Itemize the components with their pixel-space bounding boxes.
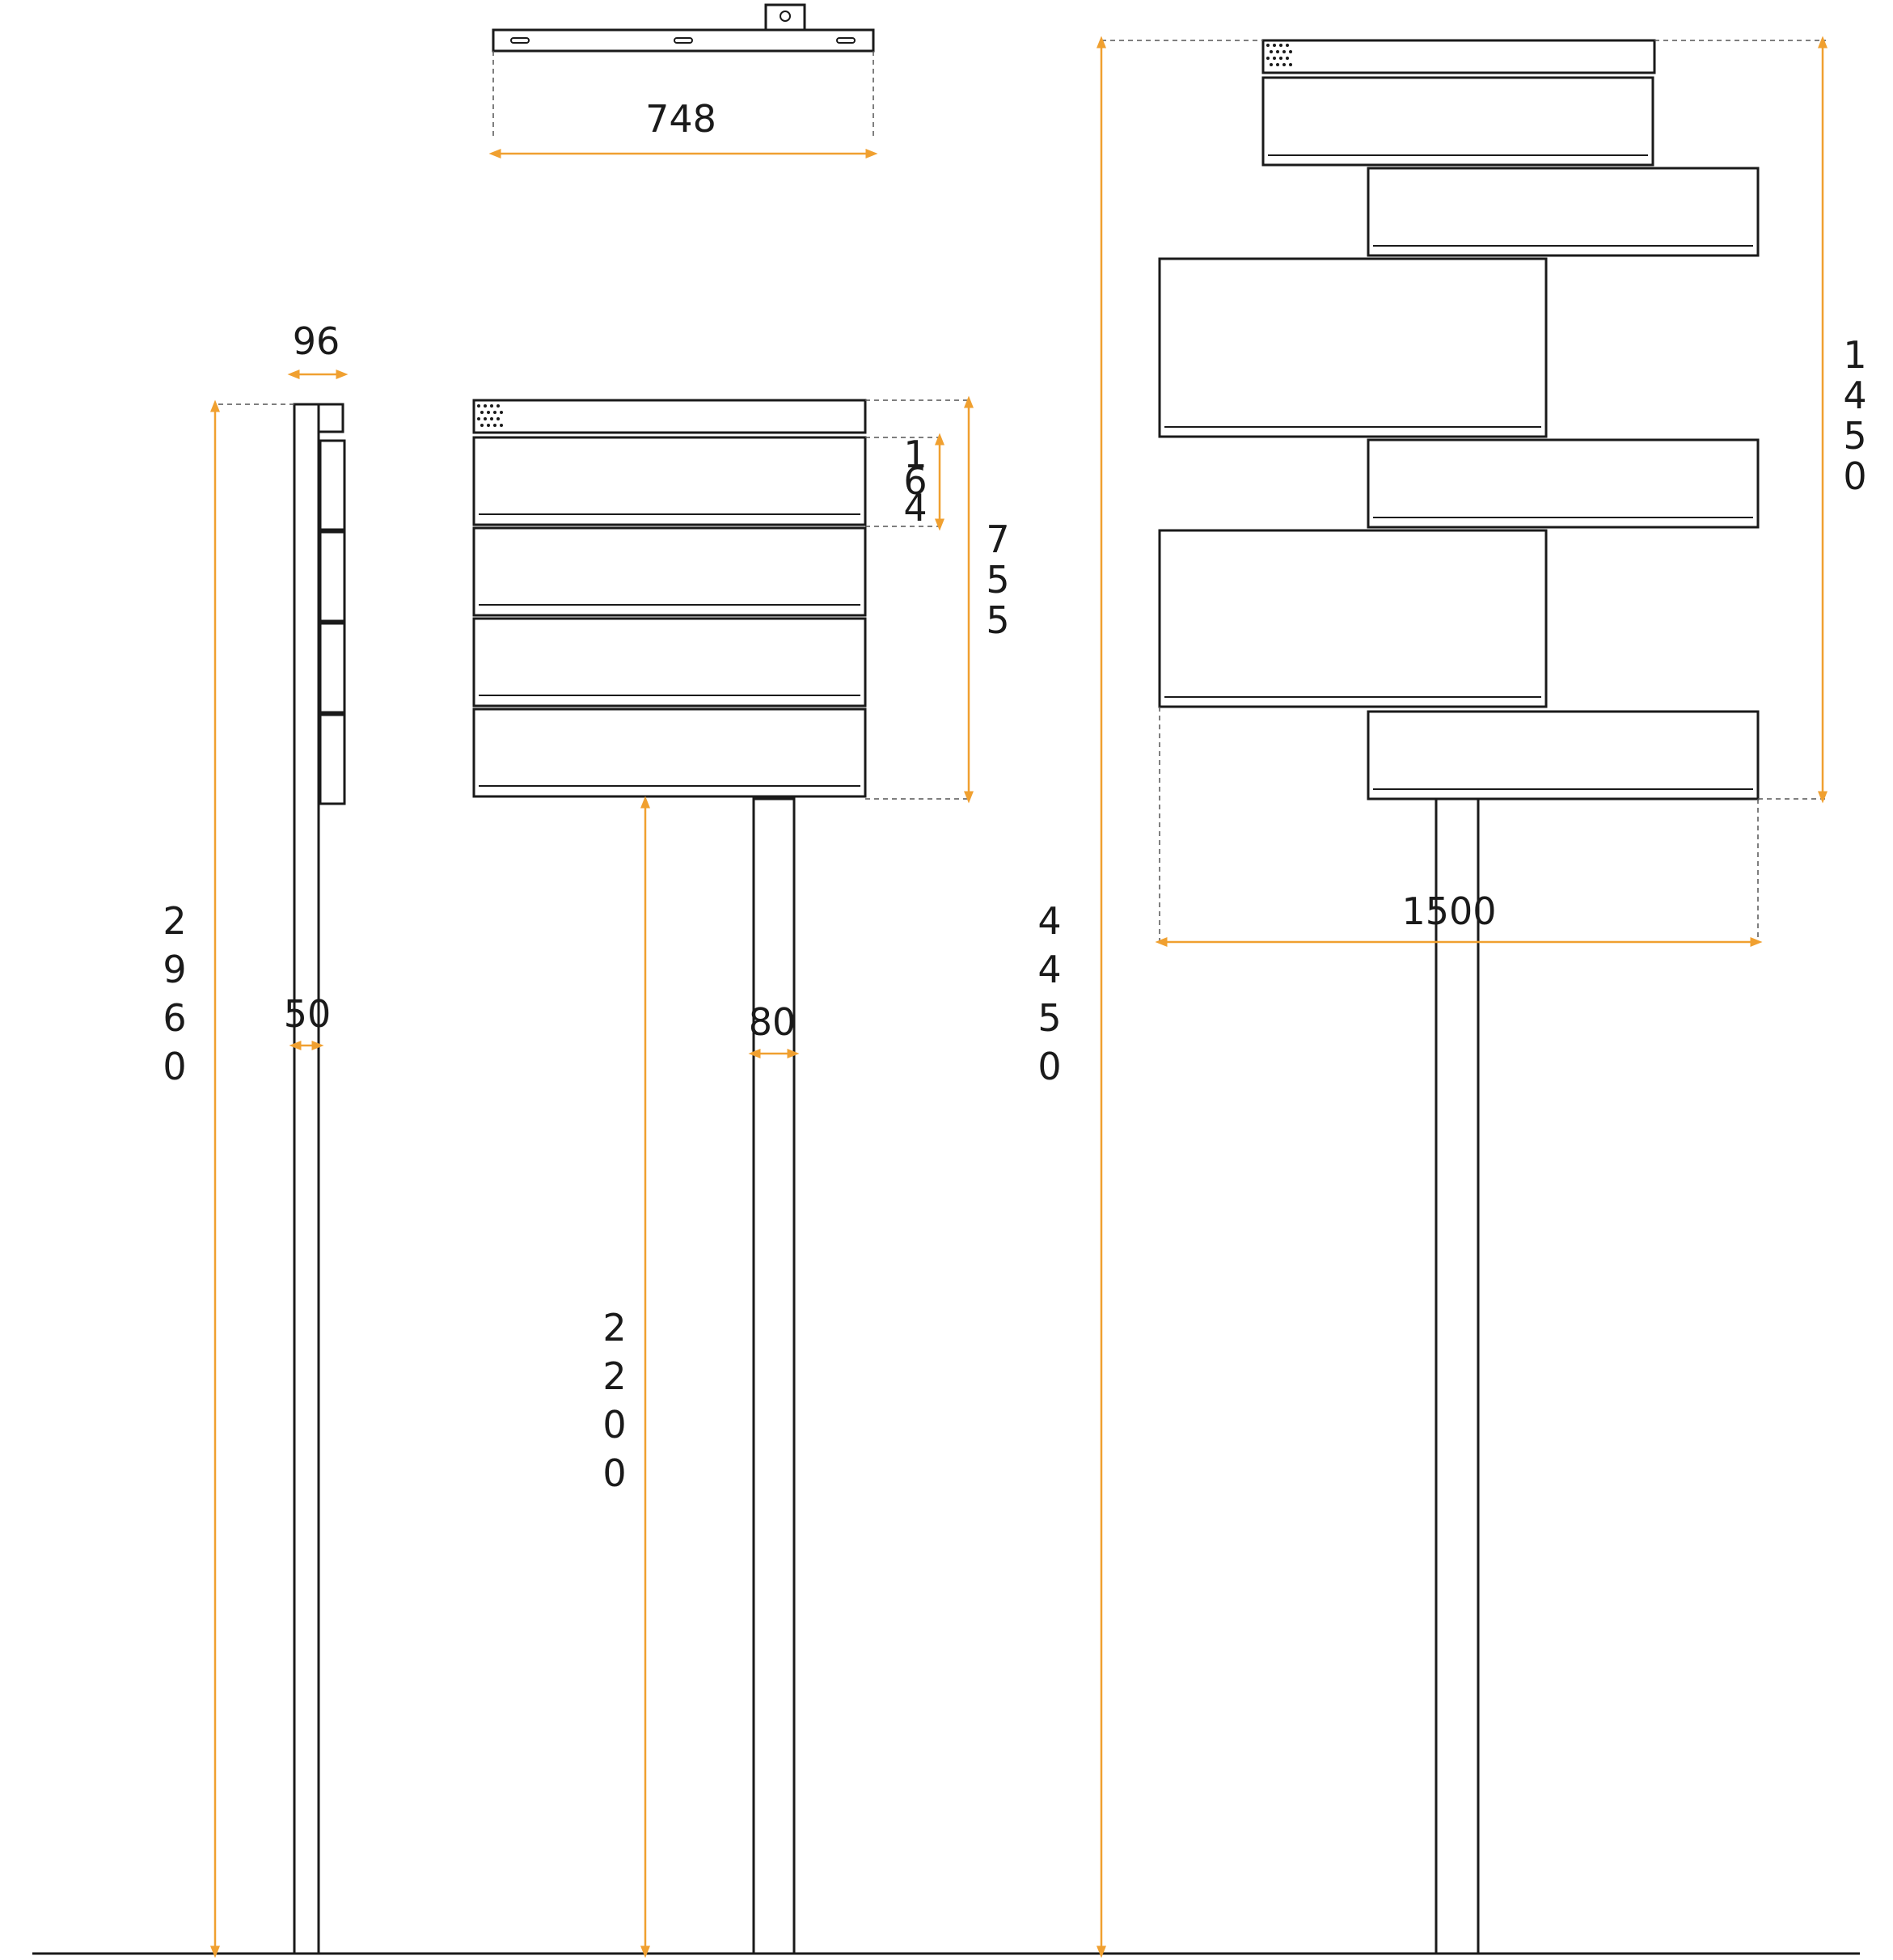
large-total-height-digit: 4	[1037, 899, 1061, 943]
large-view-box-4	[1367, 438, 1760, 529]
front-block-height-digit: 7	[986, 517, 1009, 561]
top-view	[488, 3, 878, 158]
side-total-height-digit: 0	[163, 1045, 186, 1088]
front-box-height-label: 1 6 4	[903, 433, 927, 530]
front-view-box-1	[472, 436, 867, 526]
front-box-height-digit: 6	[903, 459, 927, 503]
front-view-cap	[472, 399, 867, 434]
large-block-height-digit: 4	[1843, 374, 1866, 417]
side-view-box-1	[319, 439, 346, 531]
top-width-label: 748	[645, 97, 716, 141]
front-post-height-digit: 0	[602, 1451, 626, 1495]
large-block-height-digit: 0	[1843, 454, 1866, 498]
front-block-height-digit: 5	[986, 558, 1009, 602]
front-post-height-digit: 2	[602, 1306, 626, 1350]
large-total-height-label: 4 4 5 0	[1037, 899, 1061, 1088]
front-view-box-4	[472, 708, 867, 798]
side-view-box-4	[319, 713, 346, 805]
side-view-box-2	[319, 530, 346, 623]
large-view	[1097, 36, 1828, 1958]
large-total-height-digit: 5	[1037, 996, 1061, 1040]
front-view	[472, 395, 974, 1958]
large-view-box-5	[1158, 529, 1548, 708]
front-view-box-3	[472, 617, 867, 708]
front-post-width-label: 80	[749, 1000, 796, 1044]
side-post-width-label: 50	[284, 992, 332, 1036]
large-view-box-3	[1158, 257, 1548, 438]
front-block-height-digit: 5	[986, 598, 1009, 642]
side-view-post	[293, 403, 320, 1955]
front-view-box-2	[472, 526, 867, 617]
perforation-pattern	[1266, 44, 1292, 66]
front-post-height-label: 2 2 0 0	[602, 1306, 626, 1495]
top-view-slot-middle	[674, 37, 693, 44]
front-box-height-digit: 4	[903, 486, 927, 530]
top-view-post-cap	[764, 3, 806, 32]
side-total-height-digit: 2	[163, 899, 186, 943]
side-view	[210, 370, 349, 1958]
top-view-bolt	[780, 11, 791, 22]
perforation-pattern	[477, 404, 503, 427]
large-block-height-digit: 1	[1843, 333, 1866, 377]
front-block-height-label: 7 5 5	[986, 517, 1009, 642]
front-post-height-digit: 0	[602, 1403, 626, 1447]
top-view-slot-left	[510, 37, 530, 44]
top-view-bar	[492, 28, 875, 53]
side-view-box-3	[319, 622, 346, 714]
side-view-cap	[317, 403, 344, 433]
front-box-height-digit: 1	[903, 433, 927, 476]
side-total-height-digit: 9	[163, 948, 186, 991]
front-post-height-digit: 2	[602, 1354, 626, 1398]
front-view-post	[752, 797, 796, 1955]
large-view-box-1	[1261, 76, 1654, 167]
side-total-height-digit: 6	[163, 996, 186, 1040]
large-view-post	[1435, 797, 1480, 1955]
large-total-height-digit: 0	[1037, 1045, 1061, 1088]
top-view-slot-right	[836, 37, 856, 44]
large-view-box-6	[1367, 710, 1760, 800]
large-block-height-label: 1 4 5 0	[1843, 333, 1866, 498]
large-view-cap	[1261, 39, 1656, 74]
large-width-label: 1500	[1401, 889, 1496, 933]
side-total-height-label: 2 9 6 0	[163, 899, 186, 1088]
large-total-height-digit: 4	[1037, 948, 1061, 991]
large-view-box-2	[1367, 167, 1760, 257]
side-depth-label: 96	[293, 319, 340, 363]
large-block-height-digit: 5	[1843, 414, 1866, 458]
